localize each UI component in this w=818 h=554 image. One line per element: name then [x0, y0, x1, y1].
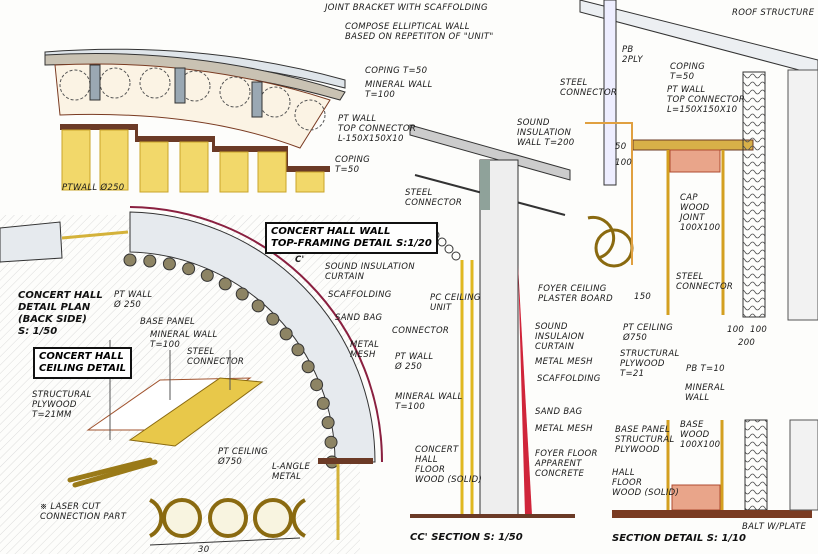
label-coping-top: COPING t=50 — [365, 66, 428, 76]
label-pb-2ply: PB 2PLY — [622, 45, 643, 65]
dim-100a: 100 — [727, 325, 745, 335]
pt-wall-circle — [291, 343, 305, 357]
pt-wall-circle — [123, 253, 137, 267]
title-section-detail: SECTION DETAIL S: 1/10 — [612, 533, 746, 544]
section-marker-c: C' — [295, 255, 305, 265]
section-detail-drawing — [612, 419, 818, 518]
dim-100: 100 — [615, 158, 633, 168]
label-steel-connector-right: STEEL CONNECTOR — [560, 78, 618, 98]
title-top-framing-detail: CONCERT HALL WALL TOP-FRAMING DETAIL S:1… — [265, 222, 438, 254]
label-metal-mesh-plan: METAL MESH — [350, 340, 380, 360]
pt-wall-circle — [218, 277, 232, 291]
label-pt-ceiling-plan: PT CEILING Ø750 — [218, 447, 269, 467]
dim-30: 30 — [198, 545, 210, 554]
label-mineral-wall-top: MINERAL WALL t=100 — [365, 80, 433, 100]
label-coping-low: COPING t=50 — [335, 155, 371, 175]
label-pb-10: PB t=10 — [686, 364, 725, 374]
dim-150: 150 — [634, 292, 652, 302]
label-sand-bag-plan: SAND BAG — [335, 313, 383, 323]
label-pt-wall-top-connector-right: PT WALL TOP CONNECTOR L=150X150X10 — [667, 85, 746, 115]
wall-elevation-drawing — [44, 48, 346, 193]
pt-wall-circle — [310, 378, 324, 392]
label-structural-plywood-right: STRUCTURAL PLYWOOD t=21 — [620, 349, 680, 379]
label-steel-connector-right-2: STEEL CONNECTOR — [676, 272, 734, 292]
pt-wall-circle — [321, 416, 335, 430]
label-pt-wall-plan: PT WALL Ø 250 — [114, 290, 153, 310]
pt-wall-circle — [316, 396, 330, 410]
title-cc-section: CC' SECTION S: 1/50 — [410, 532, 523, 543]
label-sound-curtain-mid: SOUND INSULAION CURTAIN — [535, 322, 585, 352]
label-steel-connector-mid: STEEL CONNECTOR — [405, 188, 463, 208]
title-ceiling-detail: CONCERT HALL CEILING DETAIL — [33, 347, 133, 379]
pt-wall-circle — [301, 360, 315, 374]
label-pc-ceiling-unit: PC CEILING UNIT — [430, 293, 481, 313]
label-base-panel-plan: BASE PANEL — [140, 317, 196, 327]
ceiling-detail-drawing — [67, 340, 306, 546]
dim-50: 50 — [615, 142, 627, 152]
pt-wall-circle — [324, 435, 338, 449]
dim-200: 200 — [738, 338, 756, 348]
label-pt-wall-250: PTWALL Ø250 — [62, 183, 125, 193]
label-foyer-ceiling: FOYER CEILING PLASTER BOARD — [538, 284, 613, 304]
label-l-angle-metal: L-Angle METAL — [272, 462, 311, 482]
pt-wall-circle — [200, 268, 214, 282]
label-steel-connector-plan: STEEL CONNECTOR — [187, 347, 245, 367]
dim-100b: 100 — [750, 325, 768, 335]
label-cap-wood-joint: CAP WOOD JOINT 100X100 — [680, 193, 721, 233]
label-connector: CONNECTOR — [392, 326, 450, 336]
label-concert-hall-floor: CONCERT HALL FLOOR WOOD (SOLID) — [415, 445, 483, 485]
label-sand-bag-mid: SAND BAG — [535, 407, 583, 417]
label-roof-structure: ROOF STRUCTURE — [732, 8, 815, 18]
label-mineral-wall-plan: MINERAL WALL t=100 — [150, 330, 218, 350]
label-base-wood: BASE WOOD 100X100 — [680, 420, 721, 450]
pt-wall-circle — [143, 254, 157, 268]
label-metal-mesh-mid-1: METAL MESH — [535, 357, 593, 367]
label-balt-w-plate: BALT W/PLATE — [742, 522, 807, 532]
pt-wall-circle — [279, 327, 293, 341]
label-foyer-floor: FOYER FLOOR APPARENT CONCRETE — [535, 449, 598, 479]
pt-wall-circle — [182, 262, 196, 276]
cc-section-drawing — [409, 124, 575, 518]
top-framing-detail-drawing — [579, 0, 818, 321]
label-compose-wall: COMPOSE ELLIPTICAL WALL BASED ON REPETIT… — [345, 22, 494, 42]
label-sound-insulation-wall: SOUND INSULATION WALL t=200 — [517, 118, 575, 148]
label-pt-ceiling-right: PT CEILING Ø750 — [623, 323, 674, 343]
label-laser-cut: ※ LASER CUT CONNECTION PART — [40, 502, 127, 522]
label-hall-floor: HALL FLOOR WOOD (SOLID) — [612, 468, 680, 498]
label-scaffolding-plan: SCAFFOLDING — [328, 290, 392, 300]
label-structural-plywood-plan: STRUCTURAL PLYWOOD t=21mm — [32, 390, 92, 420]
label-base-panel: BASE PANEL STRUCTURAL PLYWOOD — [615, 425, 675, 455]
label-mineral-wall-mid: MINERAL WALL t=100 — [395, 392, 463, 412]
pt-wall-circle — [162, 257, 176, 271]
label-coping-right: COPING t=50 — [670, 62, 706, 82]
label-metal-mesh-mid-2: METAL MESH — [535, 424, 593, 434]
label-sound-curtain-plan: SOUND INSULATION CURTAIN — [325, 262, 415, 282]
label-scaffolding-mid: SCAFFOLDING — [537, 374, 601, 384]
pt-wall-circle — [251, 299, 265, 313]
pt-wall-circle — [266, 312, 280, 326]
label-pt-wall-top-connector: PT WALL TOP CONNECTOR L-150X150X10 — [338, 114, 417, 144]
title-detail-plan: CONCERT HALL DETAIL PLAN (BACK SIDE) S: … — [18, 290, 103, 337]
pt-wall-circle — [235, 287, 249, 301]
label-mineral-wall-right: MINERAL WALL — [685, 383, 726, 403]
label-joint-bracket: JOINT BRACKET WITH SCAFFOLDING — [325, 3, 488, 13]
label-pt-wall-mid: PT WALL Ø 250 — [395, 352, 434, 372]
